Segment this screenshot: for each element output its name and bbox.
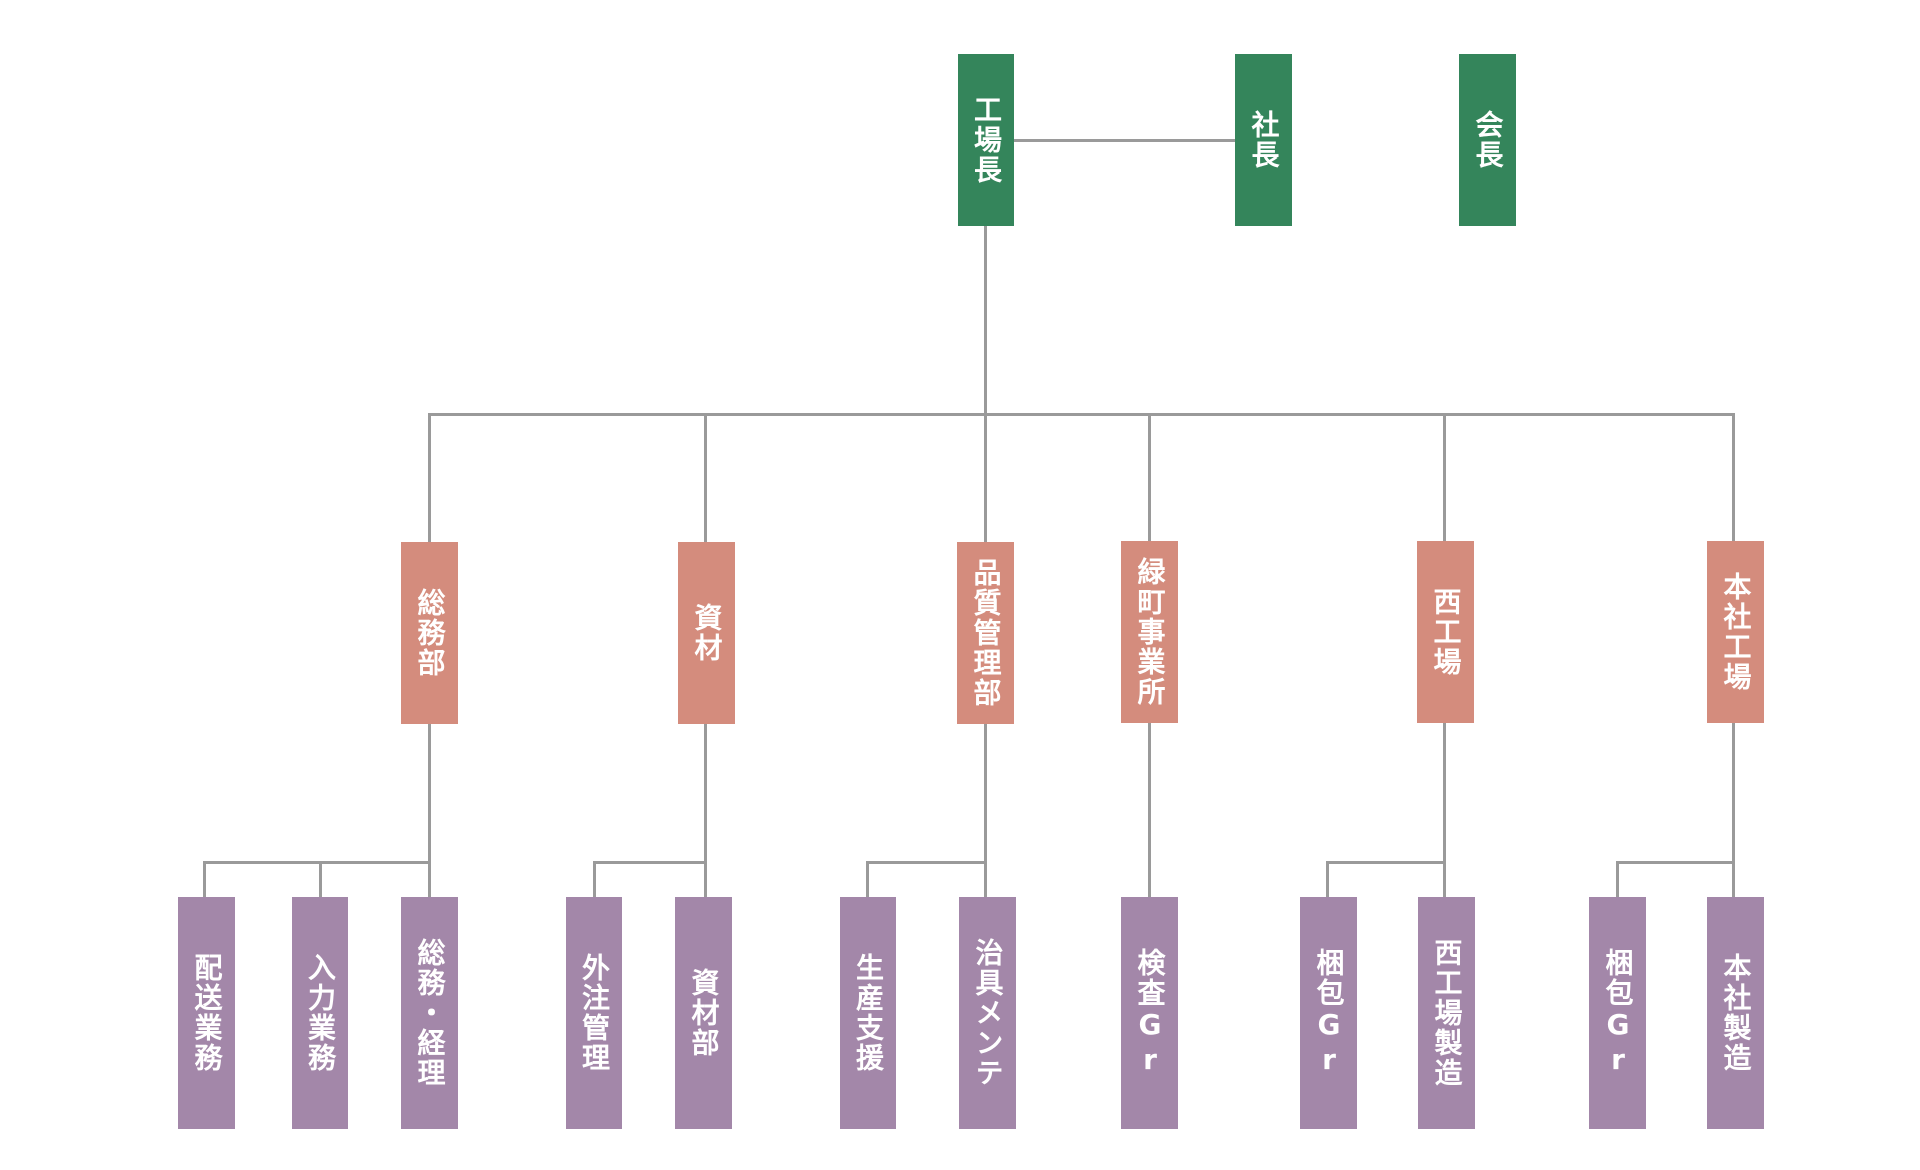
node-section-label: 検査Gr: [1133, 948, 1167, 1078]
node-chairman-label: 会長: [1471, 110, 1505, 170]
node-department-label: 緑町事業所: [1133, 557, 1167, 707]
node-section-label: 西工場製造: [1430, 938, 1464, 1088]
node-section: 総務・経理: [401, 897, 458, 1129]
connector-plant-manager-trunk: [984, 225, 987, 415]
node-section: 外注管理: [566, 897, 622, 1129]
node-section: 本社製造: [1707, 897, 1764, 1129]
connector-department-bus: [428, 413, 1734, 416]
connector-section-4: [593, 861, 596, 897]
node-department: 本社工場: [1707, 541, 1764, 723]
node-department: 緑町事業所: [1121, 541, 1178, 723]
node-section-label: 梱包Gr: [1601, 948, 1635, 1078]
node-section-label: 外注管理: [578, 953, 611, 1073]
connector-dept-5-down: [1443, 722, 1446, 897]
node-section-label: 本社製造: [1719, 953, 1753, 1073]
connector-dept-6: [1732, 413, 1735, 542]
node-department: 西工場: [1417, 541, 1474, 723]
node-department: 品質管理部: [957, 542, 1014, 724]
node-plant-manager: 工場長: [958, 54, 1014, 226]
connector-dept-6-down: [1732, 722, 1735, 897]
node-section-label: 資材部: [687, 968, 721, 1058]
connector-dept-1: [428, 413, 431, 542]
node-president: 社長: [1235, 54, 1292, 226]
node-plant-manager-label: 工場長: [970, 95, 1003, 185]
node-section: 西工場製造: [1418, 897, 1475, 1129]
node-section: 検査Gr: [1121, 897, 1178, 1129]
node-section-label: 生産支援: [852, 953, 885, 1073]
connector-plant-manager-president: [1013, 139, 1237, 142]
connector-dept-3-down: [984, 722, 987, 897]
connector-section-6: [866, 861, 869, 897]
node-section: 生産支援: [840, 897, 896, 1129]
node-section: 梱包Gr: [1300, 897, 1357, 1129]
connector-dept-6-bus: [1616, 861, 1735, 864]
node-department-label: 品質管理部: [969, 558, 1003, 708]
node-section: 梱包Gr: [1589, 897, 1646, 1129]
connector-dept-5-bus: [1326, 861, 1446, 864]
node-section-label: 梱包Gr: [1312, 948, 1346, 1078]
node-department-label: 資材: [690, 603, 724, 663]
connector-section-2: [319, 861, 322, 897]
node-department-label: 総務部: [413, 588, 447, 678]
node-department: 資材: [678, 542, 735, 724]
node-section-label: 入力業務: [304, 953, 337, 1073]
node-section: 配送業務: [178, 897, 235, 1129]
connector-dept-2-bus: [593, 861, 707, 864]
node-department: 総務部: [401, 542, 458, 724]
node-section-label: 治具メンテ: [971, 938, 1005, 1088]
connector-dept-1-bus: [203, 861, 431, 864]
node-chairman: 会長: [1459, 54, 1516, 226]
connector-dept-2-down: [704, 722, 707, 897]
connector-section-1: [203, 861, 206, 897]
node-section: 資材部: [675, 897, 732, 1129]
connector-dept-3-bus: [866, 861, 987, 864]
node-department-label: 西工場: [1429, 587, 1463, 677]
node-section-label: 配送業務: [190, 953, 224, 1073]
connector-section-11: [1616, 861, 1619, 897]
connector-dept-4-down: [1148, 722, 1151, 897]
node-section: 入力業務: [292, 897, 348, 1129]
node-section: 治具メンテ: [959, 897, 1016, 1129]
connector-dept-3: [984, 413, 987, 542]
node-section-label: 総務・経理: [413, 938, 447, 1088]
node-president-label: 社長: [1247, 110, 1281, 170]
connector-dept-1-down: [428, 722, 431, 897]
connector-dept-2: [704, 413, 707, 542]
connector-section-9: [1326, 861, 1329, 897]
connector-dept-5: [1443, 413, 1446, 542]
node-department-label: 本社工場: [1719, 572, 1753, 692]
connector-dept-4: [1148, 413, 1151, 542]
